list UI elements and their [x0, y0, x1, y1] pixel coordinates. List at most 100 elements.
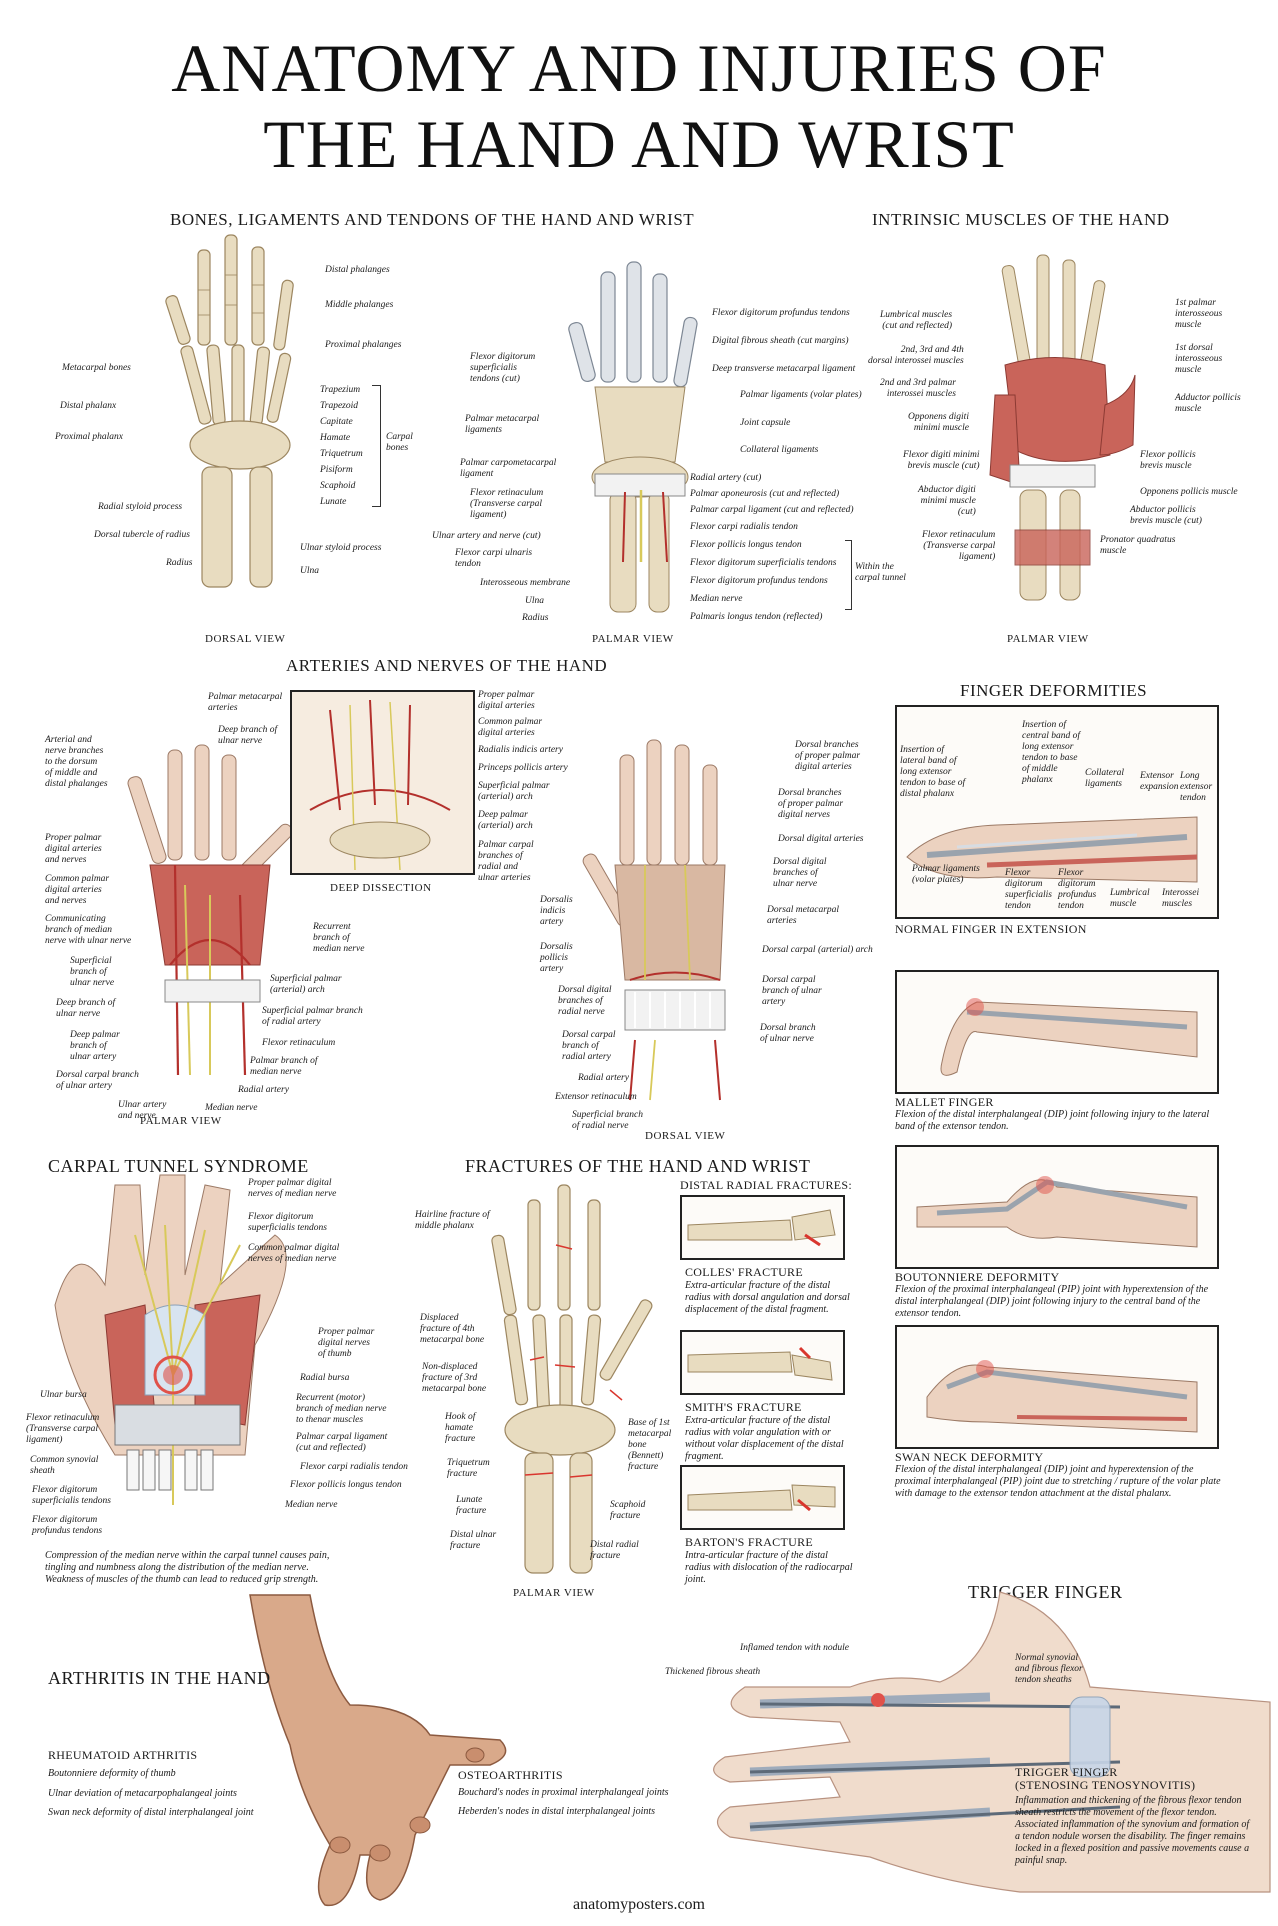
label-dorsal-carpal-arch: Dorsal carpal (arterial) arch: [762, 945, 873, 955]
label-arteries-flexor-retinaculum: Flexor retinaculum: [262, 1038, 336, 1048]
oa-item-1: Bouchard's nodes in proximal interphalan…: [458, 1787, 669, 1798]
label-opponens-digiti-minimi: Opponens digiti minimi muscle: [908, 412, 969, 433]
label-deep-common-palmar-digital: Common palmar digital arteries: [478, 717, 543, 738]
oa-item-2: Heberden's nodes in distal interphalange…: [458, 1806, 656, 1817]
palmar-ligaments-illustration: [568, 261, 698, 613]
label-1st-dorsal-interosseous: 1st dorsal interosseous muscle: [1175, 343, 1223, 375]
label-triquetrum-fracture: Triquetrum fracture: [447, 1458, 490, 1479]
label-interosseous-membrane: Interosseous membrane: [480, 578, 571, 588]
label-flexor-digiti-minimi: Flexor digiti minimi brevis muscle (cut): [903, 450, 980, 471]
label-palmar-radius: Radius: [522, 613, 549, 623]
label-abductor-pollicis-brevis: Abductor pollicis brevis muscle (cut): [1130, 505, 1202, 526]
label-central-band-insertion: Insertion of central band of long extens…: [1022, 720, 1081, 785]
label-extensor-expansion: Extensor expansion: [1140, 771, 1179, 792]
arthritis-hand-illustration: [249, 1594, 507, 1907]
label-deep-superficial-palmar-arch: Superficial palmar (arterial) arch: [478, 781, 550, 802]
normal-finger-panel: [895, 705, 1219, 919]
label-fcu-tendon: Flexor carpi ulnaris tendon: [455, 548, 533, 569]
label-palmar-interossei: 2nd and 3rd palmar interossei muscles: [880, 378, 956, 399]
label-dorsal-metacarpal-arteries: Dorsal metacarpal arteries: [767, 905, 840, 926]
dorsal-skeleton-illustration: [165, 234, 294, 588]
label-normal-synovial: Normal synovial and fibrous flexor tendo…: [1015, 1653, 1083, 1685]
label-deep-palmar-branch: Deep palmar branch of ulnar artery: [70, 1030, 120, 1062]
label-dorsal-branch-ulnar-nerve: Dorsal branch of ulnar nerve: [760, 1023, 816, 1044]
barton-title: BARTON'S FRACTURE: [685, 1535, 814, 1549]
label-dorsal-radial-artery: Radial artery: [578, 1073, 629, 1083]
label-lunate: Lunate: [320, 497, 347, 507]
label-hook-of-hamate: Hook of hamate fracture: [445, 1412, 476, 1444]
label-finger-fdp-tendon: Flexor digitorum profundus tendon: [1058, 868, 1097, 911]
normal-finger-caption: NORMAL FINGER IN EXTENSION: [895, 922, 1087, 936]
intrinsic-muscles-illustration: [989, 254, 1136, 601]
label-dorsal-interossei: 2nd, 3rd and 4th dorsal interossei muscl…: [868, 345, 964, 366]
label-ulnar-artery-nerve: Ulnar artery and nerve: [118, 1100, 167, 1121]
label-princeps-pollicis: Princeps pollicis artery: [478, 763, 568, 773]
label-collateral-ligaments: Collateral ligaments: [740, 445, 819, 455]
label-fcr-tendon: Flexor carpi radialis tendon: [690, 522, 798, 532]
label-dorsal-carpal-ulnar: Dorsal carpal branch of ulnar artery: [56, 1070, 139, 1091]
label-digital-fibrous-sheath: Digital fibrous sheath (cut margins): [712, 336, 849, 346]
fractures-title: FRACTURES OF THE HAND AND WRIST: [465, 1156, 811, 1176]
label-deep-branch-ulnar-nerve: Deep branch of ulnar nerve: [56, 998, 116, 1019]
label-flexor-retinaculum-1: Flexor retinaculum (Transverse carpal li…: [470, 488, 544, 520]
label-pisiform: Pisiform: [320, 465, 353, 475]
label-palmar-carpal-branches: Palmar carpal branches of radial and uln…: [478, 840, 534, 883]
label-palmaris-longus: Palmaris longus tendon (reflected): [690, 612, 823, 622]
footer-website[interactable]: anatomyposters.com: [573, 1896, 705, 1913]
label-ct-common-synovial: Common synovial sheath: [30, 1455, 99, 1476]
label-dorsal-branches-nerves: Dorsal branches of proper palmar digital…: [778, 788, 844, 820]
label-superficial-palmar-arch: Superficial palmar (arterial) arch: [270, 974, 342, 995]
label-trapezium: Trapezium: [320, 385, 361, 395]
distal-radial-title: DISTAL RADIAL FRACTURES:: [680, 1178, 853, 1192]
ra-item-2: Ulnar deviation of metacarpophalangeal j…: [48, 1788, 237, 1799]
trigger-caption-title: TRIGGER FINGER (STENOSING TENOSYNOVITIS): [1015, 1765, 1196, 1792]
label-lateral-band-insertion: Insertion of lateral band of long extens…: [900, 745, 966, 799]
label-ulnar-styloid: Ulnar styloid process: [300, 543, 382, 553]
label-deep-proper-palmar-digital: Proper palmar digital arteries: [478, 690, 535, 711]
swan-neck-title: SWAN NECK DEFORMITY: [895, 1450, 1044, 1464]
poster-title-line1: ANATOMY AND INJURIES OF: [171, 30, 1107, 106]
mallet-finger-title: MALLET FINGER: [895, 1095, 994, 1109]
label-fds-tendons-cut: Flexor digitorum superficialis tendons (…: [470, 352, 536, 384]
colles-title: COLLES' FRACTURE: [685, 1265, 803, 1279]
label-joint-capsule: Joint capsule: [740, 418, 791, 428]
arteries-palmar-view-label: PALMAR VIEW: [140, 1115, 222, 1127]
label-scaphoid: Scaphoid: [320, 481, 356, 491]
arteries-dorsal-illustration: [582, 739, 726, 1101]
label-fpl-tendon: Flexor pollicis longus tendon: [690, 540, 802, 550]
label-distal-ulnar-fracture: Distal ulnar fracture: [450, 1530, 497, 1551]
bones-palmar-view-label: PALMAR VIEW: [592, 633, 674, 645]
label-palmar-carpal-lig: Palmar carpal ligament (cut and reflecte…: [690, 505, 854, 515]
label-pronator-quadratus: Pronator quadratus muscle: [1100, 535, 1176, 556]
label-palmar-metacarpal-lig: Palmar metacarpal ligaments: [465, 414, 540, 435]
label-ct-ulnar-bursa: Ulnar bursa: [40, 1390, 87, 1400]
label-bennett-fracture: Base of 1st metacarpal bone (Bennett) fr…: [628, 1418, 672, 1472]
label-radial-styloid: Radial styloid process: [98, 502, 183, 512]
label-hairline-fracture: Hairline fracture of middle phalanx: [415, 1210, 490, 1231]
label-ct-fdp-left: Flexor digitorum profundus tendons: [32, 1515, 103, 1536]
label-adductor-pollicis: Adductor pollicis muscle: [1175, 393, 1241, 414]
label-ct-fcr-tendon: Flexor carpi radialis tendon: [300, 1462, 408, 1472]
boutonniere-text: Flexion of the proximal interphalangeal …: [895, 1284, 1209, 1319]
label-superficial-palmar-branch-radial: Superficial palmar branch of radial arte…: [262, 1006, 363, 1027]
label-scaphoid-fracture: Scaphoid fracture: [610, 1500, 646, 1521]
label-proximal-phalanx: Proximal phalanx: [55, 432, 123, 442]
label-dorsal-branches-arteries: Dorsal branches of proper palmar digital…: [795, 740, 861, 772]
boutonniere-title: BOUTONNIERE DEFORMITY: [895, 1270, 1060, 1284]
label-deep-transverse-lig: Deep transverse metacarpal ligament: [712, 364, 856, 374]
label-fdp-tendons-tunnel: Flexor digitorum profundus tendons: [690, 576, 828, 586]
label-deep-branch-ulnar-top: Deep branch of ulnar nerve: [218, 725, 278, 746]
label-ct-common-palmar-digital: Common palmar digital nerves of median n…: [248, 1243, 340, 1264]
fractures-skeleton-illustration: [491, 1184, 653, 1574]
label-dorsal-carpal-radial-artery: Dorsal carpal branch of radial artery: [562, 1030, 616, 1062]
colles-fracture-panel: [680, 1195, 845, 1260]
label-finger-palmar-ligaments: Palmar ligaments (volar plates): [912, 864, 980, 885]
label-dorsalis-pollicis: Dorsalis pollicis artery: [540, 942, 573, 974]
label-dorsal-digital-radial-nerve: Dorsal digital branches of radial nerve: [558, 985, 612, 1017]
label-ct-fpl-tendon: Flexor pollicis longus tendon: [290, 1480, 402, 1490]
label-ct-fds-tendons: Flexor digitorum superficialis tendons: [248, 1212, 327, 1233]
fractures-palmar-view-label: PALMAR VIEW: [513, 1587, 595, 1599]
label-palmar-metacarpal-arteries: Palmar metacarpal arteries: [208, 692, 283, 713]
carpal-tunnel-description: Compression of the median nerve within t…: [45, 1550, 330, 1585]
arteries-section-title: ARTERIES AND NERVES OF THE HAND: [286, 656, 608, 675]
